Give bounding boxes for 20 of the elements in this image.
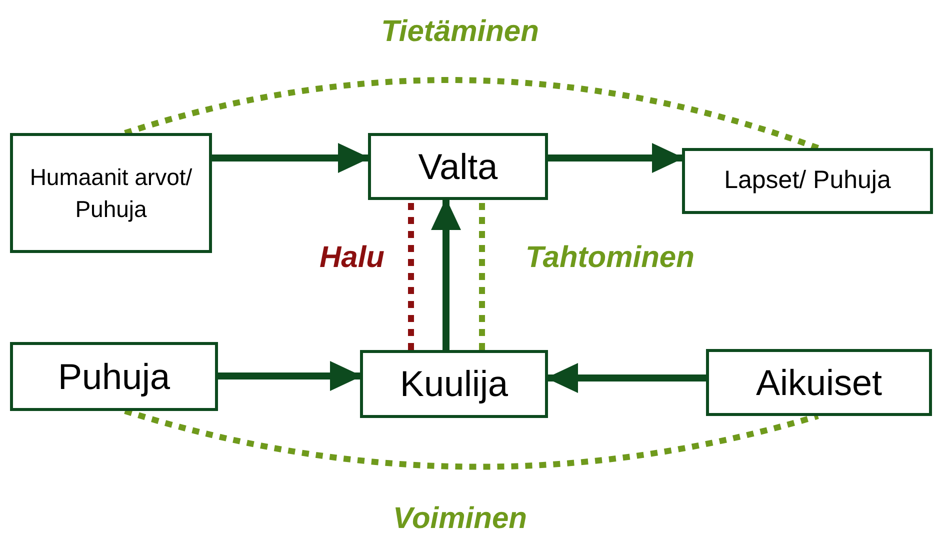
dotted-line — [124, 77, 819, 151]
arrow — [546, 363, 706, 393]
process-box — [368, 133, 548, 200]
process-box — [10, 342, 218, 411]
box-label: Humaanit arvot/ Puhuja — [28, 163, 194, 224]
process-box — [706, 349, 932, 416]
box-label: Aikuiset — [756, 360, 882, 404]
arrow — [431, 198, 461, 350]
dotted-line — [408, 200, 414, 350]
process-box — [360, 350, 548, 418]
box-label: Puhuja — [58, 354, 170, 398]
dotted-line — [479, 200, 485, 350]
box-label: Kuulija — [400, 362, 508, 406]
process-box — [682, 148, 933, 214]
arrow — [218, 361, 362, 391]
box-label: Valta — [418, 144, 498, 188]
process-box — [10, 133, 212, 253]
box-label: Lapset/ Puhuja — [724, 165, 891, 196]
arrow — [548, 143, 684, 173]
arrow — [212, 143, 370, 173]
